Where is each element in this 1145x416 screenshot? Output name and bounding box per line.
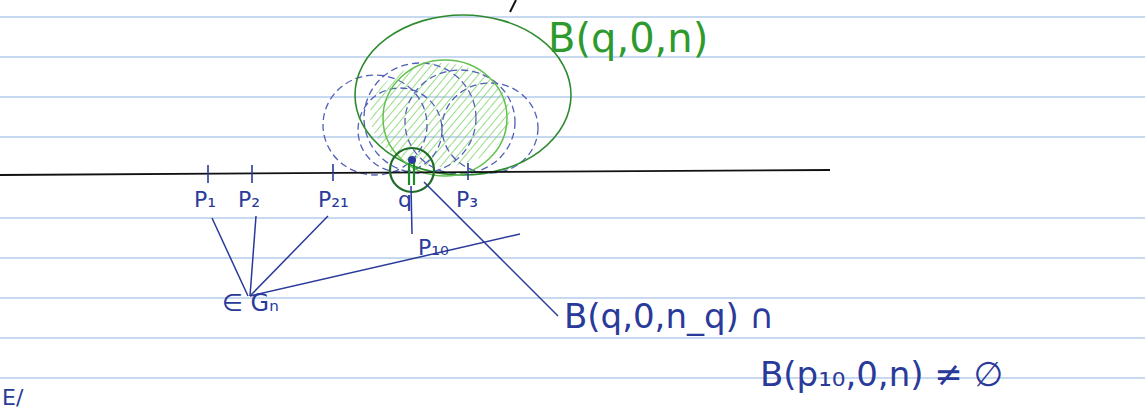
math-label: P₃ — [456, 188, 478, 212]
math-label: B(p₁₀,0,n) ≠ ∅ — [760, 356, 1003, 393]
math-label: B(q,0,n_q) ∩ — [564, 298, 775, 335]
math-label: E/ — [2, 386, 23, 410]
math-label: B(q,0,n) — [548, 16, 708, 60]
ruled-lines — [0, 17, 1145, 378]
tick-marks — [208, 163, 468, 183]
math-label: P₁₀ — [418, 236, 449, 260]
leader-lines — [212, 182, 558, 316]
q-mark — [409, 163, 414, 185]
math-label: P₁ — [194, 188, 216, 212]
point-dot — [408, 156, 416, 164]
math-label: P₂ — [238, 188, 260, 212]
math-label: P₂₁ — [318, 188, 349, 212]
math-label: q — [398, 188, 412, 212]
stroke-mark — [510, 0, 516, 12]
ball-outline — [355, 15, 571, 175]
ball-outline — [383, 60, 507, 176]
math-label: ∈ Gₙ — [222, 290, 279, 316]
hatched-region — [370, 63, 510, 167]
